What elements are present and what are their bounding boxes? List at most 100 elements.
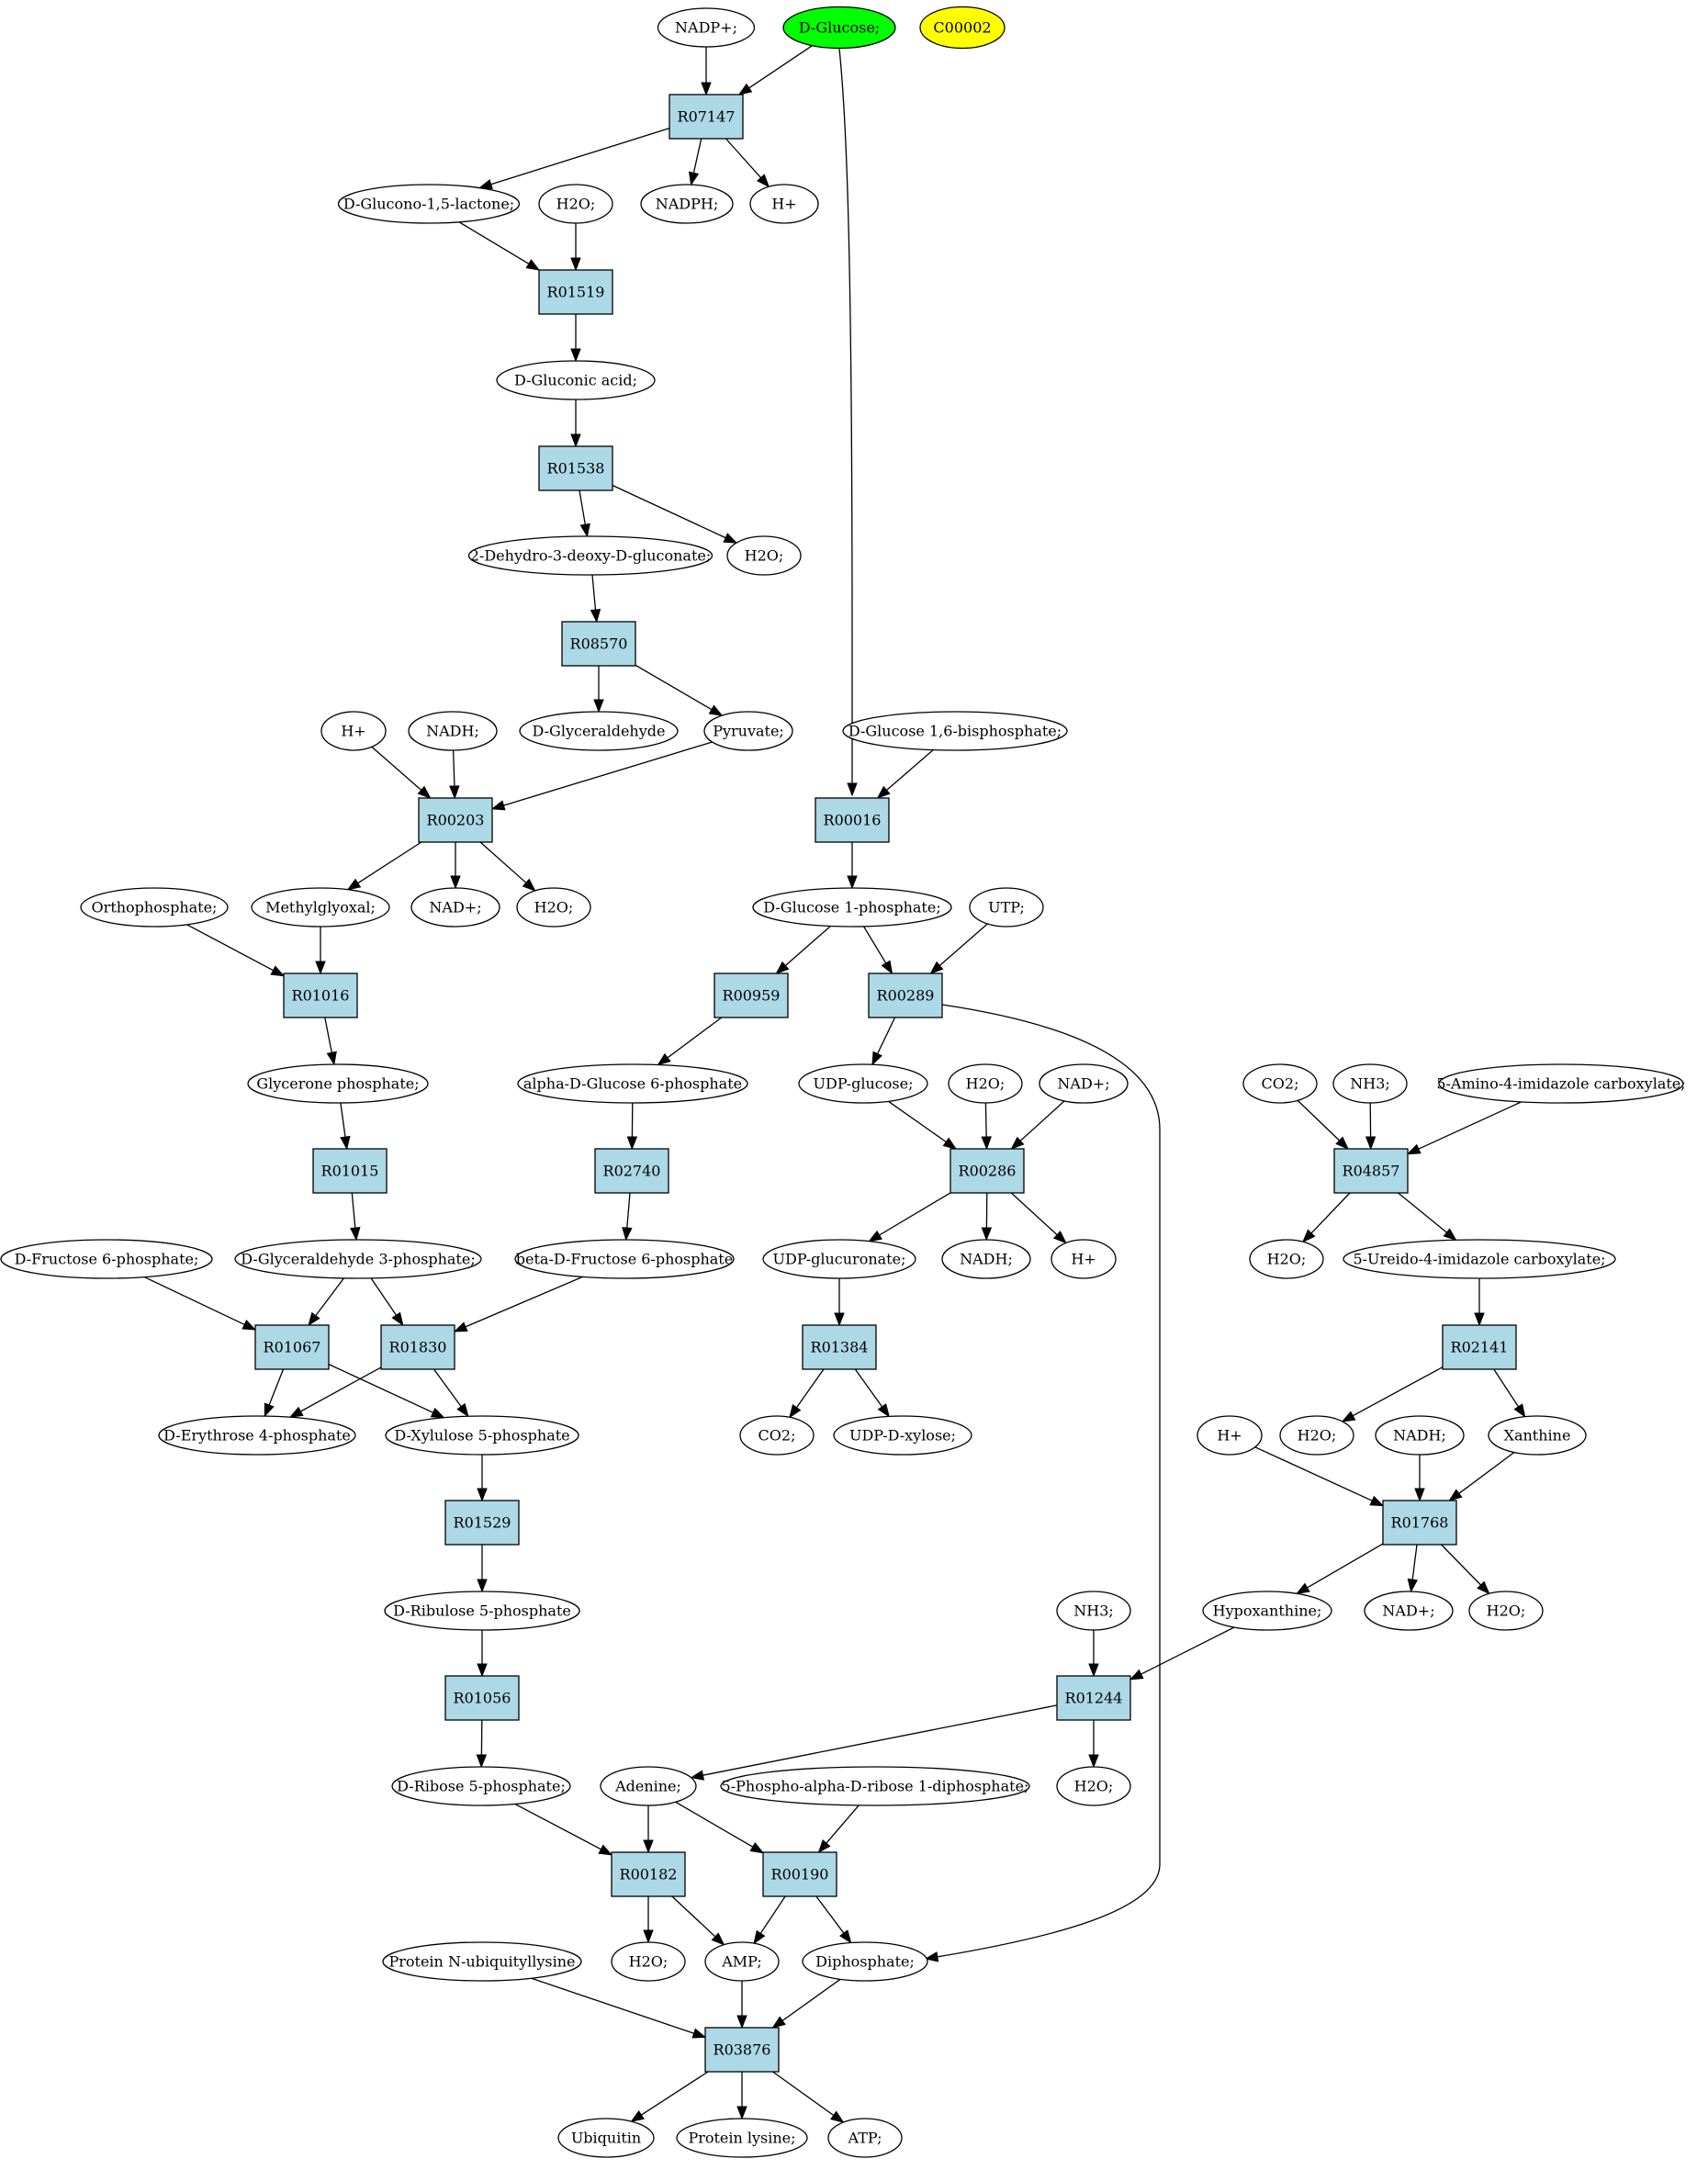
compound-node-beta-d-fructose-6-phosphate[interactable]: beta-D-Fructose 6-phosphate <box>514 1239 735 1279</box>
reaction-node-r01519[interactable]: R01519 <box>538 269 613 315</box>
reaction-node-r01015[interactable]: R01015 <box>312 1148 388 1194</box>
compound-node-d-ribulose-5-phosphate[interactable]: D-Ribulose 5-phosphate <box>384 1591 580 1631</box>
compound-node-d-ribose-5-phosphate[interactable]: D-Ribose 5-phosphate; <box>391 1766 571 1806</box>
node-label: alpha-D-Glucose 6-phosphate <box>523 1075 742 1093</box>
compound-node-co2[interactable]: CO2; <box>1242 1063 1318 1104</box>
reaction-node-r01067[interactable]: R01067 <box>254 1324 330 1370</box>
compound-node-methylglyoxal[interactable]: Methylglyoxal; <box>251 887 390 928</box>
compound-node-h2o[interactable]: H2O; <box>1249 1239 1324 1279</box>
compound-node-d-gluconic-acid[interactable]: D-Gluconic acid; <box>496 360 656 400</box>
compound-node-2-dehydro-3-deoxy-d-gluconate[interactable]: 2-Dehydro-3-deoxy-D-gluconate; <box>467 535 714 576</box>
reaction-node-r00190[interactable]: R00190 <box>762 1851 837 1897</box>
compound-node-nh3[interactable]: NH3; <box>1332 1063 1408 1104</box>
compound-node-d-glyceraldehyde[interactable]: D-Glyceraldehyde <box>519 711 679 751</box>
reaction-node-r01016[interactable]: R01016 <box>283 973 358 1018</box>
compound-node-udp-glucuronate[interactable]: UDP-glucuronate; <box>762 1239 916 1279</box>
arrowhead <box>626 1136 638 1151</box>
arrowhead <box>1414 1488 1425 1502</box>
reaction-node-r01529[interactable]: R01529 <box>444 1500 520 1546</box>
compound-node-adenine[interactable]: Adenine; <box>600 1766 697 1806</box>
compound-node-h[interactable]: H+ <box>320 711 387 751</box>
reaction-node-r01830[interactable]: R01830 <box>380 1324 455 1370</box>
compound-node-nadh[interactable]: NADH; <box>408 711 498 751</box>
compound-node-glycerone-phosphate[interactable]: Glycerone phosphate; <box>247 1063 429 1104</box>
edge-r_R01244-to-n_adenine <box>690 1704 1058 1781</box>
reaction-node-r01056[interactable]: R01056 <box>444 1675 520 1721</box>
compound-node-protein-lysine[interactable]: Protein lysine; <box>676 2118 808 2158</box>
node-label: Diphosphate; <box>815 1953 915 1971</box>
reaction-node-r01384[interactable]: R01384 <box>802 1324 877 1370</box>
compound-node-xanthine[interactable]: Xanthine <box>1488 1415 1587 1456</box>
reaction-node-r04857[interactable]: R04857 <box>1333 1148 1409 1194</box>
compound-node-c00002[interactable]: C00002 <box>919 6 1006 50</box>
reaction-node-r00203[interactable]: R00203 <box>418 797 493 843</box>
edge-n_glycerone-to-r_R01015 <box>340 1102 351 1151</box>
compound-node-nad[interactable]: NAD+; <box>1364 1591 1454 1631</box>
compound-node-nad[interactable]: NAD+; <box>1039 1063 1129 1104</box>
compound-node-5-phospho-alpha-d-ribose-1-diphosphate[interactable]: 5-Phospho-alpha-D-ribose 1-diphosphate; <box>720 1766 1030 1806</box>
reaction-node-r00286[interactable]: R00286 <box>950 1148 1025 1194</box>
compound-node-h[interactable]: H+ <box>1197 1415 1263 1456</box>
edge-r_R02740-to-n_bf6p <box>622 1192 633 1242</box>
compound-node-h2o[interactable]: H2O; <box>948 1063 1023 1104</box>
compound-node-atp[interactable]: ATP; <box>827 2118 903 2158</box>
reaction-node-r08570[interactable]: R08570 <box>561 621 636 667</box>
reaction-node-r00016[interactable]: R00016 <box>815 797 890 843</box>
compound-node-udp-d-xylose[interactable]: UDP-D-xylose; <box>833 1415 972 1456</box>
edge-n_g1p-to-r_R00959 <box>775 926 831 974</box>
compound-node-utp[interactable]: UTP; <box>969 887 1044 928</box>
compound-node-d-glyceraldehyde-3-phosphate[interactable]: D-Glyceraldehyde 3-phosphate; <box>234 1239 482 1279</box>
compound-node-ubiquitin[interactable]: Ubiquitin <box>557 2118 655 2158</box>
compound-node-nad[interactable]: NAD+; <box>410 887 500 928</box>
compound-node-d-xylulose-5-phosphate[interactable]: D-Xylulose 5-phosphate <box>385 1415 579 1456</box>
edge-n_hplus_d-to-r_R01768 <box>1254 1446 1385 1507</box>
reaction-node-r01768[interactable]: R01768 <box>1382 1500 1457 1546</box>
compound-node-nadh[interactable]: NADH; <box>941 1239 1031 1279</box>
compound-node-d-glucose-1-6-bisphosphate[interactable]: D-Glucose 1,6-bisphosphate; <box>842 711 1068 751</box>
compound-node-alpha-d-glucose-6-phosphate[interactable]: alpha-D-Glucose 6-phosphate <box>517 1063 748 1104</box>
compound-node-d-erythrose-4-phosphate[interactable]: D-Erythrose 4-phosphate <box>158 1415 356 1456</box>
reaction-node-r01538[interactable]: R01538 <box>538 445 613 491</box>
compound-node-h2o[interactable]: H2O; <box>1468 1591 1544 1631</box>
reaction-node-r01244[interactable]: R01244 <box>1056 1675 1131 1721</box>
compound-node-diphosphate[interactable]: Diphosphate; <box>802 1941 928 1982</box>
compound-node-d-glucose[interactable]: D-Glucose; <box>782 6 896 50</box>
reaction-node-r02740[interactable]: R02740 <box>594 1148 669 1194</box>
compound-node-udp-glucose[interactable]: UDP-glucose; <box>798 1063 928 1104</box>
compound-node-nadp[interactable]: NADP+; <box>657 7 756 48</box>
compound-node-5-ureido-4-imidazole-carboxylate[interactable]: 5-Ureido-4-imidazole carboxylate; <box>1343 1239 1616 1279</box>
compound-node-5-amino-4-imidazole-carboxylate[interactable]: 5-Amino-4-imidazole carboxylate; <box>1436 1063 1686 1104</box>
compound-node-h2o[interactable]: H2O; <box>516 887 591 928</box>
arrowhead <box>315 961 326 975</box>
compound-node-d-glucose-1-phosphate[interactable]: D-Glucose 1-phosphate; <box>752 887 952 928</box>
edge-line <box>1141 1626 1235 1675</box>
node-label: 5-Ureido-4-imidazole carboxylate; <box>1353 1251 1605 1268</box>
node-label: R01538 <box>547 460 605 478</box>
compound-node-d-fructose-6-phosphate[interactable]: D-Fructose 6-phosphate; <box>0 1239 213 1279</box>
compound-node-h2o[interactable]: H2O; <box>1279 1415 1354 1456</box>
reaction-node-r00959[interactable]: R00959 <box>714 973 789 1018</box>
compound-node-amp[interactable]: AMP; <box>704 1941 780 1982</box>
reaction-node-r07147[interactable]: R07147 <box>669 94 744 140</box>
compound-node-h2o[interactable]: H2O; <box>538 184 613 224</box>
reaction-node-r00182[interactable]: R00182 <box>611 1851 686 1897</box>
compound-node-protein-n-ubiquityllysine[interactable]: Protein N-ubiquityllysine <box>382 1941 582 1982</box>
compound-node-orthophosphate[interactable]: Orthophosphate; <box>80 887 229 928</box>
compound-node-h[interactable]: H+ <box>749 184 819 224</box>
compound-node-h2o[interactable]: H2O; <box>611 1941 686 1982</box>
compound-node-h2o[interactable]: H2O; <box>726 535 802 576</box>
reaction-node-r02141[interactable]: R02141 <box>1442 1324 1517 1370</box>
compound-node-nh3[interactable]: NH3; <box>1056 1591 1131 1631</box>
edge-n_xanthine-to-r_R01768 <box>1448 1451 1515 1501</box>
reaction-node-r00289[interactable]: R00289 <box>868 973 943 1018</box>
compound-node-hypoxanthine[interactable]: Hypoxanthine; <box>1202 1591 1332 1631</box>
compound-node-co2[interactable]: CO2; <box>739 1415 815 1456</box>
compound-node-h[interactable]: H+ <box>1051 1239 1117 1279</box>
edge-line <box>514 1803 601 1850</box>
reaction-node-r03876[interactable]: R03876 <box>704 2027 780 2073</box>
compound-node-d-glucono-1-5-lactone[interactable]: D-Glucono-1,5-lactone; <box>337 184 521 224</box>
compound-node-nadh[interactable]: NADH; <box>1375 1415 1465 1456</box>
compound-node-h2o[interactable]: H2O; <box>1056 1766 1131 1806</box>
compound-node-nadph[interactable]: NADPH; <box>640 184 734 224</box>
compound-node-pyruvate[interactable]: Pyruvate; <box>703 711 793 751</box>
